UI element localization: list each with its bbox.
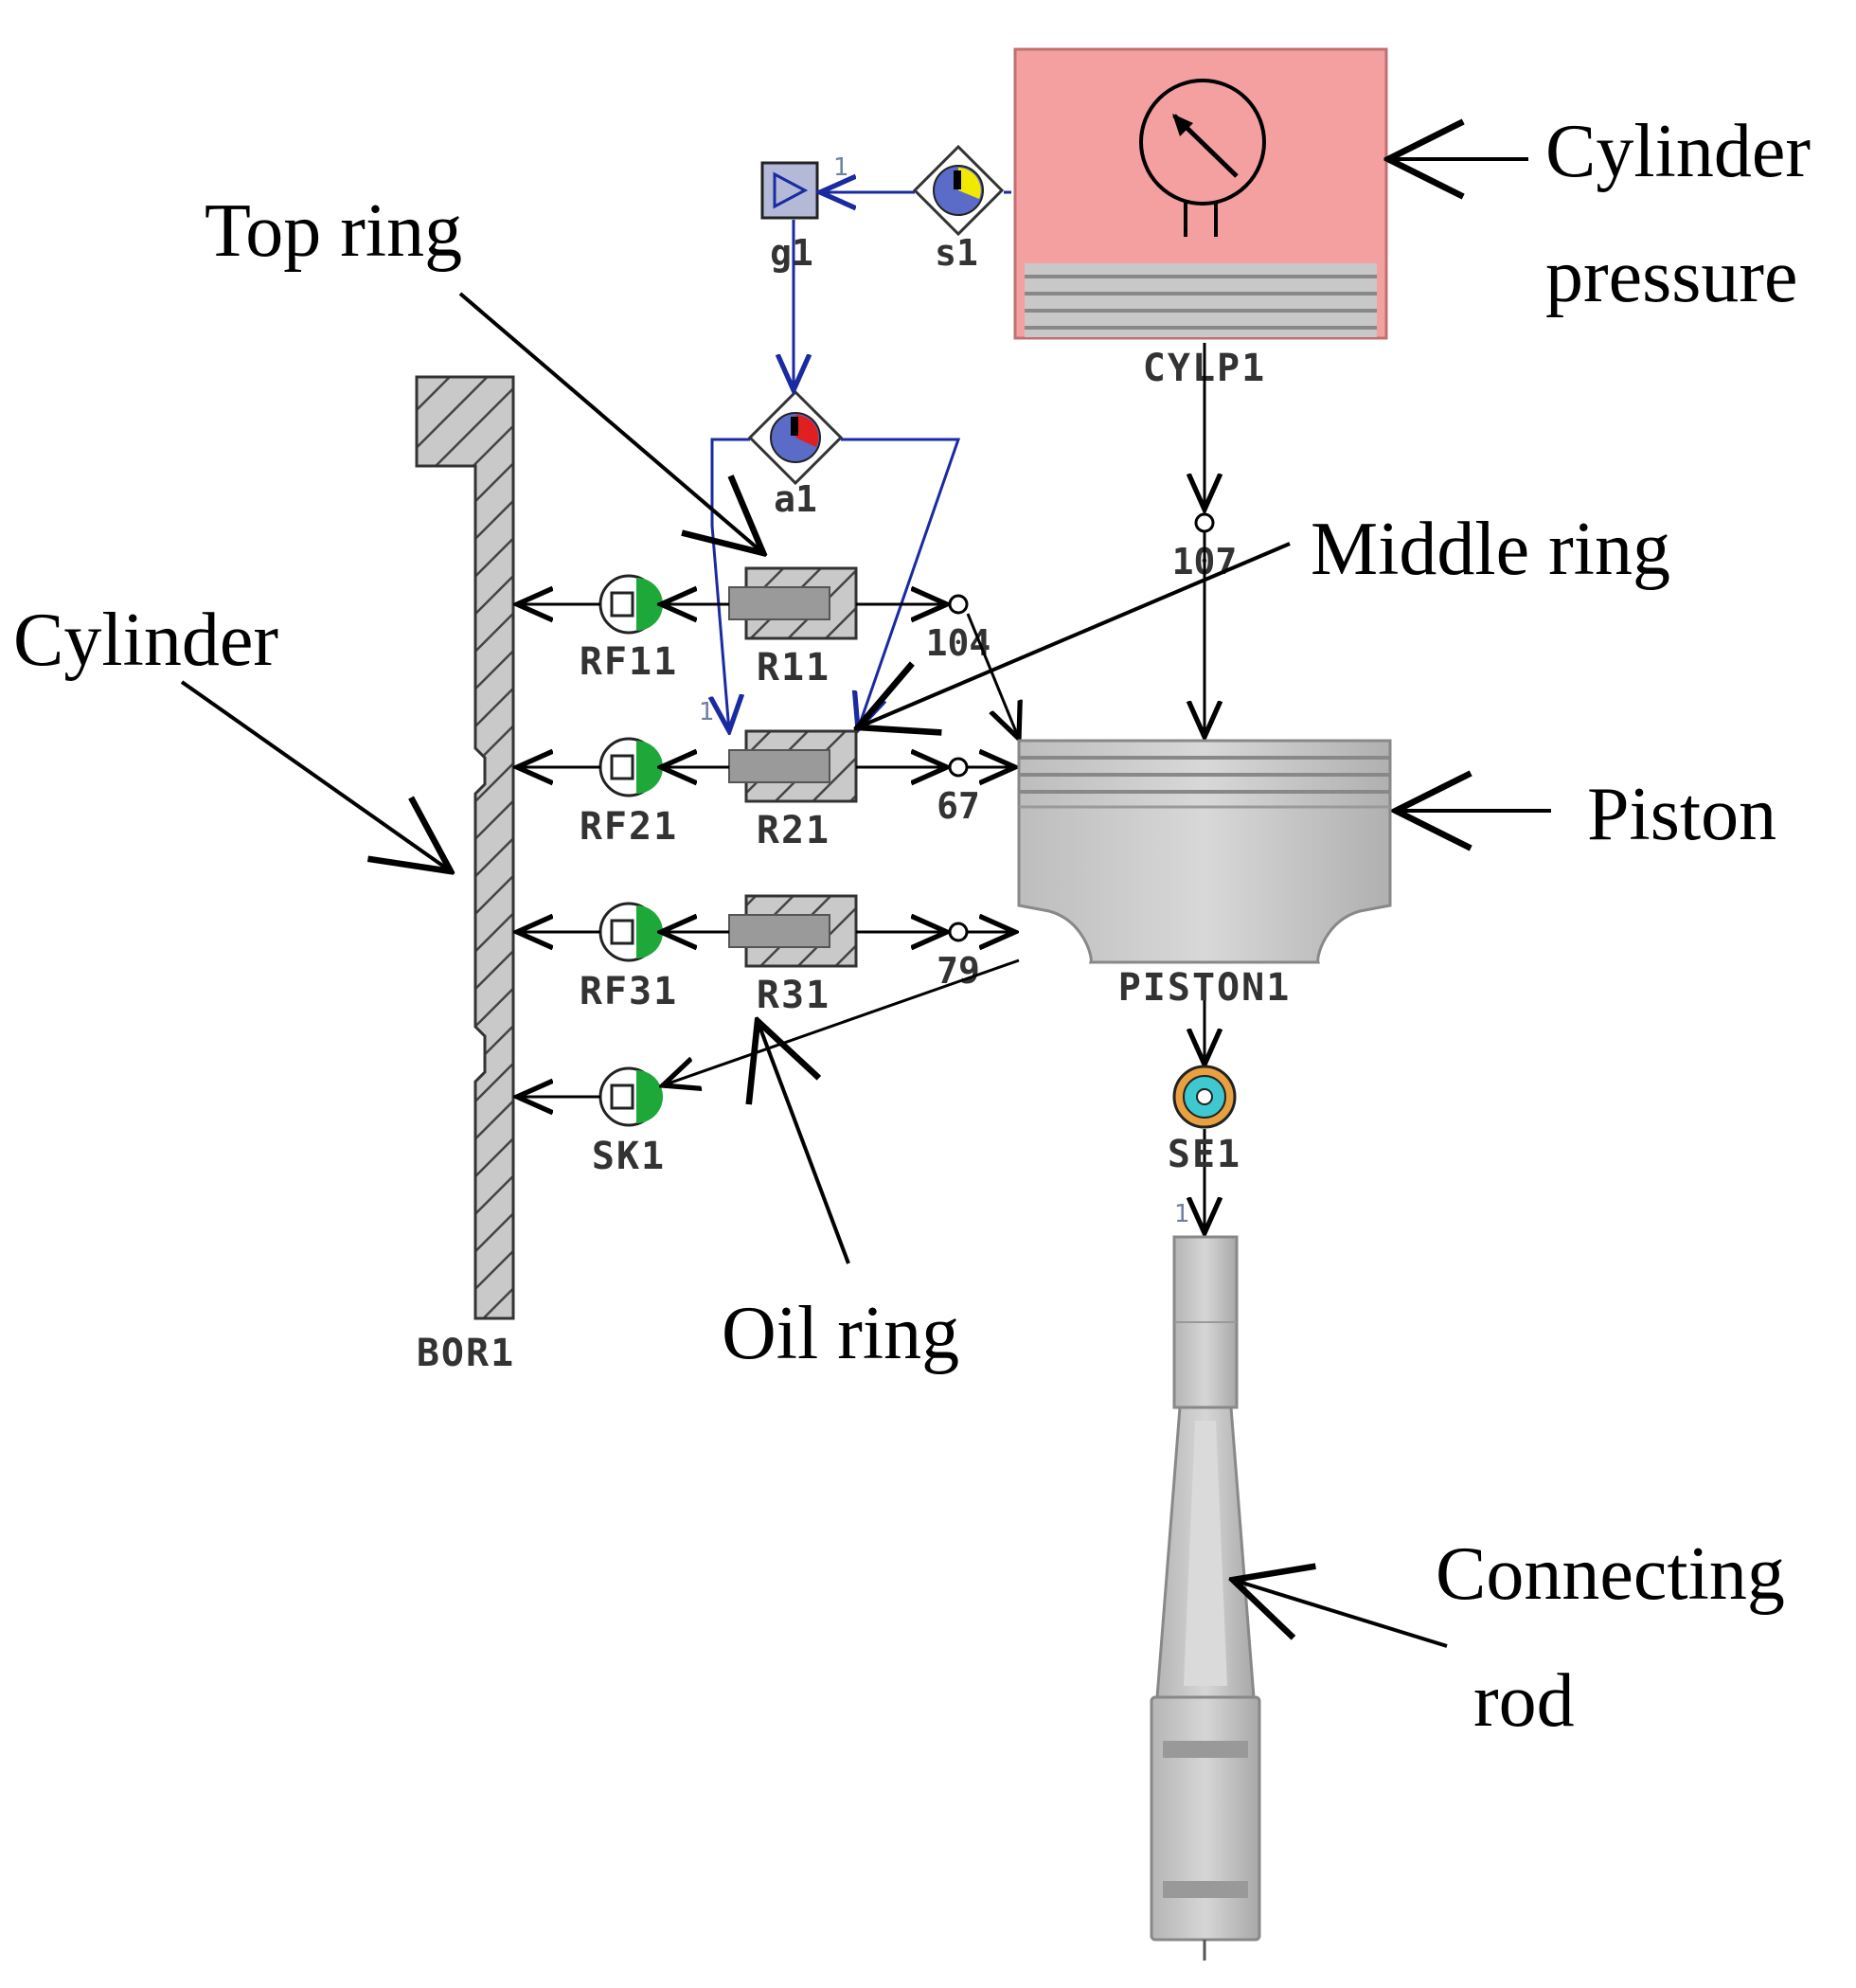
annotation-arrows [180,159,1551,1648]
rf31-friction[interactable] [598,902,663,962]
cylinder-pressure-label-line2: pressure [1545,235,1798,318]
cylinder-pressure-block[interactable] [1013,47,1388,340]
node-67-label: 67 [937,785,980,827]
g1-block[interactable] [760,161,819,220]
oil-ring-label: Oil ring [722,1292,959,1375]
rf11-label: RF11 [580,640,678,684]
rf11-friction[interactable] [598,574,663,635]
top-ring-label: Top ring [205,189,462,273]
s1-label: s1 [935,232,978,274]
piston-part[interactable] [1017,739,1392,964]
se1-sensor[interactable] [1172,1065,1237,1129]
mechanical-links [517,343,1205,1233]
a1-port-label: 1 [699,698,715,726]
cylinder-label: Cylinder [13,599,278,682]
r31-label: R31 [757,974,830,1017]
middle-ring-label: Middle ring [1311,508,1670,591]
r11-label: R11 [757,646,830,690]
rf21-label: RF21 [580,805,678,849]
g1-label: g1 [770,232,813,274]
r11-top-ring[interactable] [728,566,858,640]
piston1-label: PISTON1 [1118,966,1292,1010]
r21-label: R21 [757,809,830,852]
a1-actuator[interactable] [747,389,844,486]
g1-port-label: 1 [833,153,849,182]
cylinder-pressure-label-line1: Cylinder [1545,110,1811,193]
s1-sensor[interactable] [912,144,1005,237]
r31-oil-ring[interactable] [728,894,858,968]
connecting-rod-label-line1: Connecting [1436,1532,1785,1616]
node-79-label: 79 [937,950,980,992]
bor1-label: BOR1 [417,1332,515,1375]
rf21-friction[interactable] [598,737,663,797]
a1-label: a1 [774,478,817,520]
cylinder-bore[interactable] [415,375,515,1320]
connecting-rod-label-line2: rod [1473,1659,1575,1743]
rf31-label: RF31 [580,970,678,1013]
r21-middle-ring[interactable] [728,729,858,803]
sk1-label: SK1 [592,1135,666,1178]
se1-label: SE1 [1168,1133,1241,1176]
sk1-friction[interactable] [598,1066,663,1127]
connecting-rod-part[interactable] [1150,1235,1261,1961]
pressure-gauge-icon [1139,79,1266,206]
se1-port-label: 1 [1174,1200,1190,1228]
piston-label: Piston [1587,773,1776,856]
